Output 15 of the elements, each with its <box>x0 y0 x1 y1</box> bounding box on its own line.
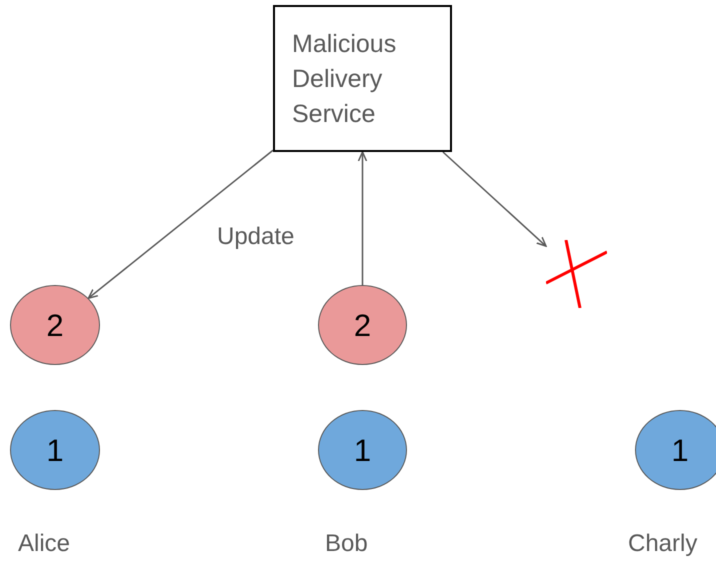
box-label: Malicious Delivery Service <box>292 29 398 130</box>
service-box <box>273 5 452 152</box>
cross-mark <box>546 240 607 308</box>
node-number: 2 <box>46 310 64 340</box>
text-label: Charly <box>628 532 698 556</box>
text-label: Update <box>217 225 294 249</box>
node-number: 1 <box>671 434 689 466</box>
arrow <box>88 150 274 299</box>
arrow <box>442 151 547 247</box>
node-number: 2 <box>354 310 372 340</box>
node-number: 1 <box>46 434 64 466</box>
node-number: 1 <box>354 434 372 466</box>
text-label: Bob <box>325 532 368 556</box>
arrow <box>358 151 368 285</box>
text-label: Alice <box>18 532 70 556</box>
